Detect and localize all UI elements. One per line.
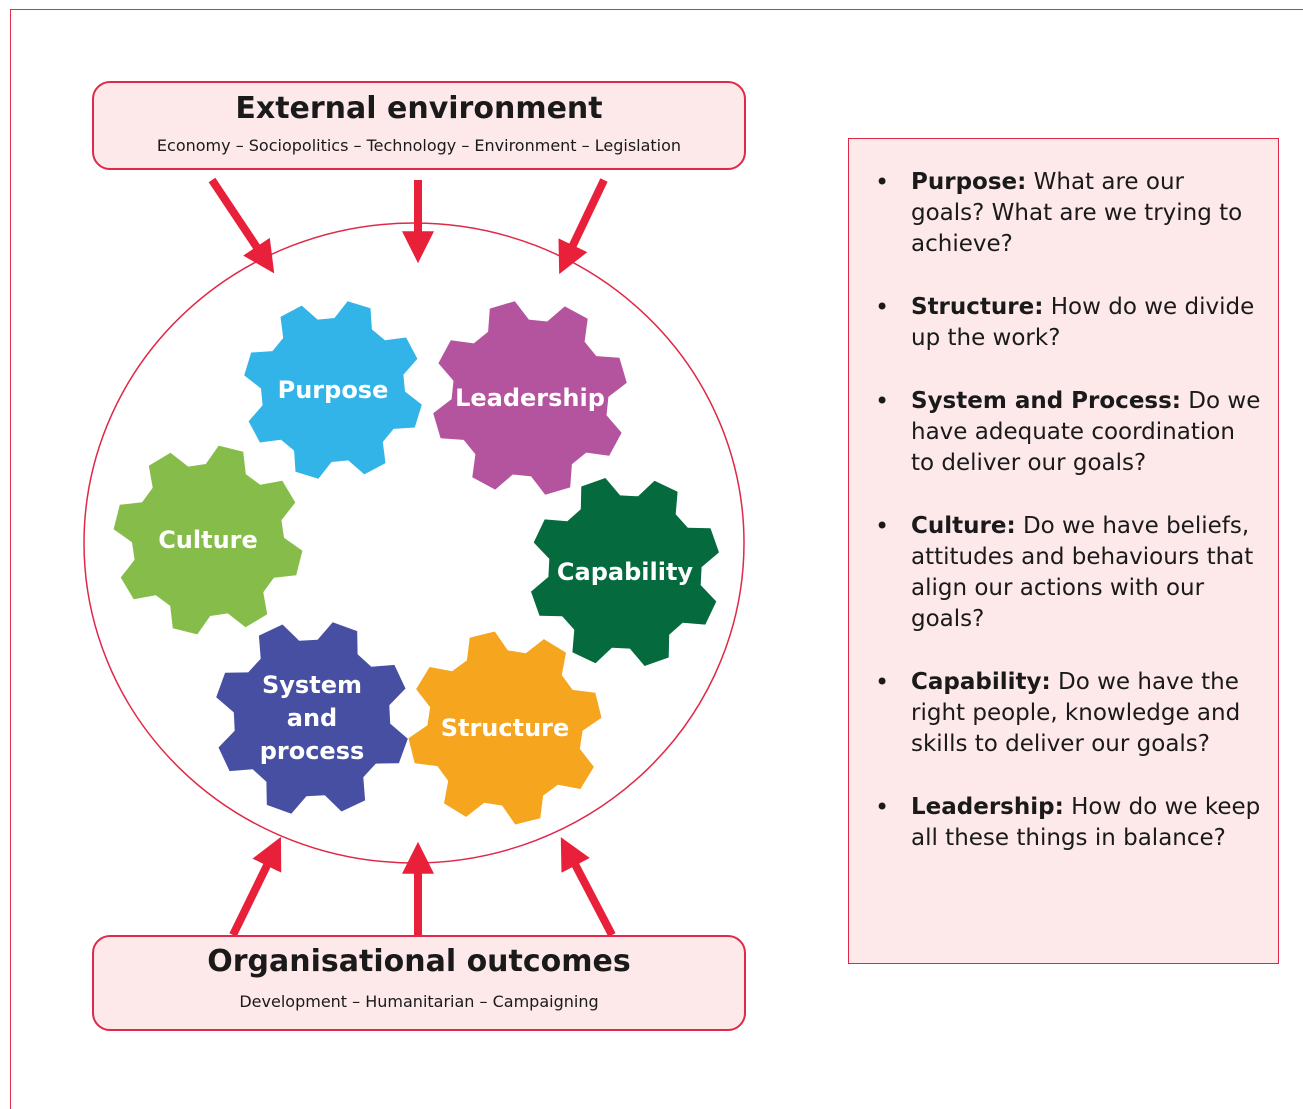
gear-structure-shape: [408, 631, 602, 825]
gear-purpose: Purpose: [244, 301, 422, 479]
arrows: [208, 177, 616, 937]
gear-culture-shape: [113, 445, 303, 635]
arrow-in-right: [558, 178, 608, 275]
gear-culture-label: Culture: [158, 526, 258, 554]
external-environment-title: External environment: [235, 91, 603, 126]
bullet-icon: •: [875, 168, 890, 196]
bullet-icon: •: [875, 387, 890, 415]
gear-system-and-process-label: System: [262, 671, 362, 699]
gear-system-and-process-label: process: [260, 737, 365, 765]
question-item: •System and Process: Do we have adequate…: [875, 387, 1261, 476]
question-item: •Leadership: How do we keep all these th…: [875, 793, 1261, 851]
question-item: •Capability: Do we have the right people…: [875, 668, 1241, 757]
questions-panel: •Purpose: What are our goals? What are w…: [848, 138, 1279, 964]
gear-system-and-process: System and process: [216, 622, 408, 814]
arrow-in-left: [208, 177, 275, 274]
organisational-outcomes-title: Organisational outcomes: [207, 944, 631, 979]
gears-group: Purpose LeadershipCultureCapabilitySystem…: [113, 301, 719, 825]
bullet-icon: •: [875, 793, 890, 821]
bullet-icon: •: [875, 512, 890, 540]
gear-purpose-label: Purpose: [278, 376, 389, 404]
organisational-outcomes-types: Development – Humanitarian – Campaigning: [239, 992, 599, 1011]
organisational-outcomes-box: Organisational outcomes Development – Hu…: [92, 935, 746, 1031]
arrow-out-left: [229, 836, 282, 937]
gear-leadership-label: Leadership: [455, 384, 605, 412]
gear-capability-label: Capability: [557, 558, 694, 586]
arrow-out-right: [560, 837, 616, 937]
gear-culture: Culture: [113, 445, 303, 635]
gear-structure-label: Structure: [441, 714, 570, 742]
external-environment-box: External environment Economy – Sociopoli…: [92, 81, 746, 170]
question-item: •Structure: How do we divide up the work…: [875, 293, 1255, 351]
gear-system-and-process-label: and: [287, 704, 337, 732]
gear-capability: Capability: [531, 478, 719, 666]
gear-structure: Structure: [408, 631, 602, 825]
bullet-icon: •: [875, 293, 890, 321]
page-frame: [10, 9, 1303, 1109]
gear-purpose-shape: [244, 301, 422, 479]
gear-capability-shape: [531, 478, 719, 666]
question-item: •Culture: Do we have beliefs, attitudes …: [875, 512, 1254, 632]
bullet-icon: •: [875, 668, 890, 696]
external-environment-factors: Economy – Sociopolitics – Technology – E…: [156, 136, 682, 155]
question-item: •Purpose: What are our goals? What are w…: [875, 168, 1243, 257]
gear-system-and-process-shape: [216, 622, 408, 814]
questions-list: •Purpose: What are our goals? What are w…: [849, 139, 1278, 854]
gear-leadership: Leadership: [433, 301, 627, 495]
gear-leadership-shape: [433, 301, 627, 495]
